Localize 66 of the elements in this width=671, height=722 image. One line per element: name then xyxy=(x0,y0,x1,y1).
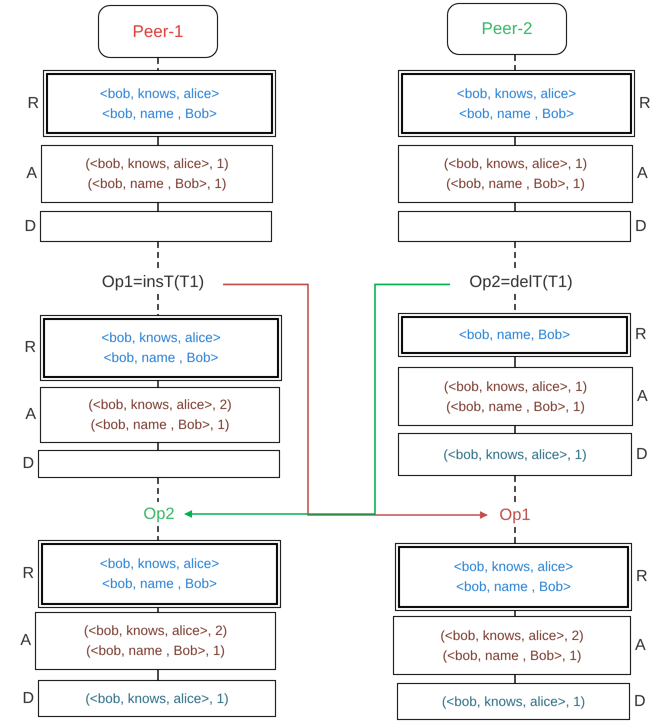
triple-text: <bob, knows, alice> xyxy=(100,84,220,102)
triple-text: <bob, knows, alice> xyxy=(100,555,220,573)
triple-text: <bob, knows, alice> xyxy=(101,329,221,347)
set-letter: R xyxy=(22,565,34,583)
triple-text: (<bob, knows, alice>, 2) xyxy=(84,622,228,640)
triple-text: <bob, name , Bob> xyxy=(459,104,574,122)
triple-text: (<bob, name , Bob>, 1) xyxy=(446,398,585,416)
triple-text: (<bob, knows, alice>, 1) xyxy=(85,690,229,708)
set-letter: D xyxy=(24,218,36,236)
timeline-line xyxy=(514,476,516,503)
timeline-line xyxy=(157,58,159,70)
peer-box xyxy=(98,5,218,58)
triple-text: (<bob, name , Bob>, 1) xyxy=(86,642,225,660)
triple-text: <bob, name, Bob> xyxy=(458,326,570,344)
set-letter: A xyxy=(637,165,648,183)
triple-text: (<bob, name , Bob>, 1) xyxy=(90,416,230,434)
set-letter: D xyxy=(634,692,646,710)
triple-text: (<bob, name , Bob>, 1) xyxy=(446,175,585,193)
timeline-line xyxy=(514,55,516,70)
triple-text: (<bob, knows, alice>, 1) xyxy=(442,692,586,711)
set-letter: R xyxy=(27,94,39,112)
set-letter: A xyxy=(26,165,37,183)
arrow xyxy=(223,284,488,519)
timeline-line xyxy=(514,527,516,543)
set-letter: D xyxy=(635,218,647,236)
triple-text: <bob, knows, alice> xyxy=(456,84,576,102)
set-letter: R xyxy=(636,568,648,586)
timeline-line xyxy=(157,242,159,270)
timeline-line xyxy=(514,357,516,367)
timeline-line xyxy=(157,294,159,315)
triple-text: <bob, name , Bob> xyxy=(102,104,217,122)
triple-text: (<bob, knows, alice>, 1) xyxy=(444,378,588,396)
operation-label: Op2 xyxy=(143,504,175,524)
set-letter: A xyxy=(20,632,31,650)
set-letter: R xyxy=(24,339,36,357)
set-letter: D xyxy=(22,455,34,473)
triple-text: <bob, name , Bob> xyxy=(456,578,571,596)
timeline-line xyxy=(514,242,516,270)
operation-label: Op1=insT(T1) xyxy=(102,272,204,292)
set-letter: A xyxy=(25,406,36,424)
peer-box xyxy=(447,3,567,55)
triple-text: (<bob, name , Bob>, 1) xyxy=(88,175,226,193)
peer-label: Peer-2 xyxy=(481,19,533,39)
set-letter: A xyxy=(637,388,648,406)
triple-text: <bob, name , Bob> xyxy=(102,575,217,593)
timeline-line xyxy=(157,478,159,502)
triple-text: <bob, name , Bob> xyxy=(104,349,218,367)
set-letter: D xyxy=(636,446,648,464)
triple-text: (<bob, knows, alice>, 2) xyxy=(440,626,584,645)
timeline-line xyxy=(157,670,159,680)
triple-text: (<bob, name , Bob>, 1) xyxy=(442,646,582,665)
triple-text: (<bob, knows, alice>, 1) xyxy=(443,446,587,464)
operation-label: Op2=delT(T1) xyxy=(469,272,573,292)
timeline-line xyxy=(157,526,159,540)
set-letter: R xyxy=(635,326,647,344)
set-letter: D xyxy=(22,690,34,708)
set-letter: A xyxy=(635,636,646,654)
timeline-line xyxy=(514,294,516,313)
set-letter: R xyxy=(639,94,651,112)
operation-label: Op1 xyxy=(499,505,531,525)
peer-label: Peer-1 xyxy=(132,22,184,42)
triple-text: (<bob, knows, alice>, 1) xyxy=(444,155,588,173)
triple-text: (<bob, knows, alice>, 2) xyxy=(88,396,232,414)
triple-text: (<bob, knows, alice>, 1) xyxy=(85,155,229,173)
triple-text: <bob, knows, alice> xyxy=(454,558,574,576)
arrow xyxy=(184,284,450,518)
